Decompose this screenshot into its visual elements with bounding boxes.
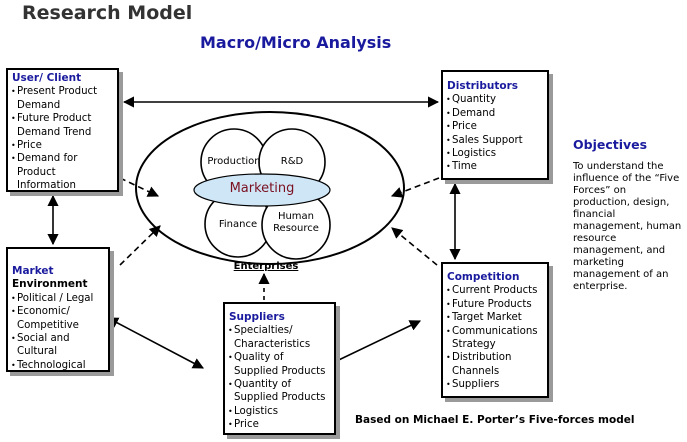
environment-heading: Environment bbox=[12, 278, 88, 291]
list-item: Price bbox=[11, 139, 113, 153]
list-item: Technological bbox=[11, 359, 104, 373]
list-item: Current Products bbox=[446, 284, 543, 298]
list-item: Sales Support bbox=[446, 134, 543, 148]
rd-label: R&D bbox=[280, 156, 304, 167]
suppliers-box: Suppliers Specialties/ Characteristics Q… bbox=[223, 302, 336, 435]
distributors-heading: Distributors bbox=[447, 80, 519, 92]
diagram-subtitle: Macro/Micro Analysis bbox=[200, 33, 392, 52]
list-item: Quantity bbox=[446, 93, 543, 107]
objectives-heading: Objectives bbox=[573, 137, 648, 152]
list-item: Time bbox=[446, 160, 543, 174]
enterprises-label: Enterprises bbox=[233, 261, 299, 272]
list-item: Social and Cultural bbox=[11, 332, 104, 359]
page-title: Research Model bbox=[22, 2, 193, 24]
list-item: Distribution Channels bbox=[446, 351, 543, 378]
market-heading: Market bbox=[12, 265, 54, 277]
suppliers-heading: Suppliers bbox=[229, 311, 285, 323]
human-resource-line1: Human bbox=[277, 211, 315, 222]
list-item: Political / Legal bbox=[11, 292, 104, 306]
list-item: Future Products bbox=[446, 298, 543, 312]
marketing-label: Marketing bbox=[229, 181, 295, 196]
list-item: Price bbox=[228, 418, 330, 432]
arrow-suppliers-competition bbox=[320, 320, 422, 369]
list-item: Demand for Product Information bbox=[11, 152, 113, 192]
competition-box: Competition Current Products Future Prod… bbox=[441, 262, 549, 398]
model-caption: Based on Michael E. Porter’s Five-forces… bbox=[355, 414, 635, 426]
list-item: Suppliers bbox=[446, 378, 543, 392]
list-item: Communications Strategy bbox=[446, 325, 543, 352]
distributors-box: Distributors Quantity Demand Price Sales… bbox=[441, 70, 549, 180]
user-client-heading: User/ Client bbox=[12, 72, 82, 84]
dashed-arrow-distributors bbox=[390, 177, 440, 198]
list-item: Quantity of Supplied Products bbox=[228, 378, 330, 405]
production-label: Production bbox=[207, 156, 261, 167]
list-item: Economic/ Competitive bbox=[11, 305, 104, 332]
human-resource-line2: Resource bbox=[273, 223, 319, 234]
list-item: Target Market bbox=[446, 311, 543, 325]
dashed-arrow-user bbox=[119, 177, 160, 197]
list-item: Specialties/ Characteristics bbox=[228, 324, 330, 351]
arrow-market-suppliers bbox=[107, 317, 204, 369]
user-client-box: User/ Client Present Product Demand Futu… bbox=[6, 68, 119, 192]
competition-heading: Competition bbox=[447, 271, 520, 283]
objectives-panel: Objectives To understand the influence o… bbox=[573, 137, 683, 293]
list-item: Present Product Demand bbox=[11, 85, 113, 112]
dashed-arrow-market bbox=[119, 225, 161, 266]
list-item: Logistics bbox=[446, 147, 543, 161]
market-environment-box: Market Environment Political / Legal Eco… bbox=[6, 247, 110, 373]
list-item: Price bbox=[446, 120, 543, 134]
human-resource-label: Human Resource bbox=[266, 211, 326, 235]
list-item: Future Product Demand Trend bbox=[11, 112, 113, 139]
dashed-arrow-competition bbox=[391, 227, 438, 266]
list-item: Logistics bbox=[228, 405, 330, 419]
list-item: Quality of Supplied Products bbox=[228, 351, 330, 378]
objectives-text: To understand the influence of the “Five… bbox=[573, 161, 682, 292]
marketing-ellipse bbox=[193, 173, 331, 207]
list-item: Demand bbox=[446, 107, 543, 121]
finance-label: Finance bbox=[218, 219, 258, 230]
